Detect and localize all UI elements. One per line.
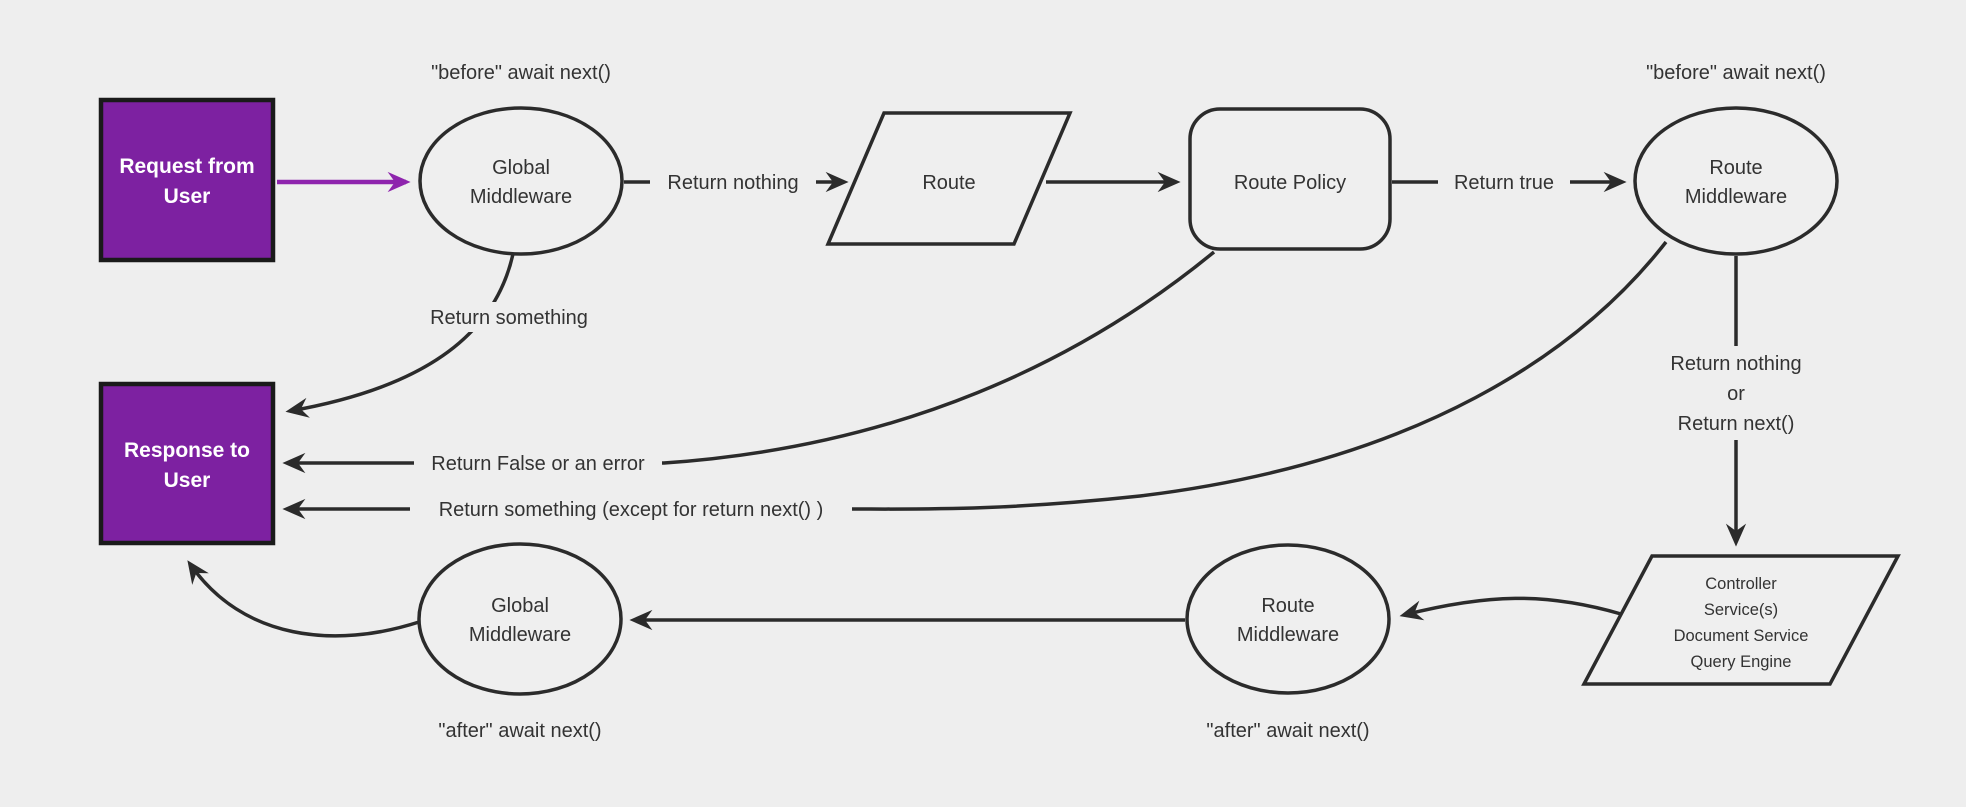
annotation-before-global: "before" await next() — [431, 62, 611, 84]
svg-text:Return something: Return something — [430, 307, 588, 329]
svg-text:Global: Global — [491, 595, 549, 617]
edge-global-middleware-return-something — [285, 253, 515, 418]
node-global-middleware-top: Global Middleware — [418, 106, 624, 256]
svg-text:User: User — [164, 185, 211, 208]
svg-text:Middleware: Middleware — [1685, 186, 1787, 208]
svg-text:Middleware: Middleware — [469, 624, 571, 646]
edge-controller-to-route-middleware-bottom — [1399, 596, 1622, 621]
svg-text:Request from: Request from — [119, 155, 254, 178]
svg-text:Route Policy: Route Policy — [1234, 172, 1346, 194]
edge-label-return-something: Return something — [418, 302, 600, 332]
svg-text:Controller: Controller — [1705, 575, 1777, 593]
node-route-policy: Route Policy — [1188, 107, 1392, 251]
annotation-after-global: "after" await next() — [438, 720, 601, 742]
svg-text:Route: Route — [922, 172, 975, 194]
svg-text:Service(s): Service(s) — [1704, 601, 1778, 619]
svg-text:Global: Global — [492, 157, 550, 179]
node-request-from-user: Request from User — [98, 97, 276, 263]
node-controller-stack: Controller Service(s) Document Service Q… — [1581, 554, 1901, 686]
node-global-middleware-bottom: Global Middleware — [417, 542, 623, 696]
svg-text:Query Engine: Query Engine — [1691, 653, 1792, 671]
edge-label-return-true: Return true — [1438, 167, 1570, 197]
annotation-after-route: "after" await next() — [1206, 720, 1369, 742]
svg-text:or: or — [1727, 383, 1745, 405]
svg-text:Route: Route — [1709, 157, 1762, 179]
svg-text:Return next(): Return next() — [1678, 413, 1795, 435]
edge-label-return-nothing: Return nothing — [650, 167, 816, 197]
svg-text:Return something (except for r: Return something (except for return next… — [439, 499, 824, 521]
svg-text:Document Service: Document Service — [1674, 627, 1809, 645]
svg-text:Return False or an error: Return False or an error — [431, 453, 645, 475]
svg-text:Response to: Response to — [124, 439, 250, 462]
svg-text:Return true: Return true — [1454, 172, 1554, 194]
node-route-middleware-bottom: Route Middleware — [1185, 543, 1391, 695]
edge-global-middleware-bottom-to-response — [187, 560, 420, 638]
node-route: Route — [825, 111, 1073, 246]
svg-text:Middleware: Middleware — [1237, 624, 1339, 646]
node-response-to-user: Response to User — [98, 381, 276, 546]
edge-route-middleware-return-something-except — [282, 240, 1668, 520]
svg-text:Middleware: Middleware — [470, 186, 572, 208]
svg-text:Return nothing: Return nothing — [1670, 353, 1801, 375]
edge-label-return-something-except: Return something (except for return next… — [410, 494, 852, 524]
edge-label-return-nothing-or-next: Return nothing or Return next() — [1645, 346, 1827, 440]
edge-label-return-false-or-error: Return False or an error — [414, 448, 662, 478]
svg-text:Route: Route — [1261, 595, 1314, 617]
svg-text:User: User — [164, 469, 211, 492]
node-route-middleware-top: Route Middleware — [1633, 106, 1839, 256]
annotation-before-route: "before" await next() — [1646, 62, 1826, 84]
svg-text:Return nothing: Return nothing — [667, 172, 798, 194]
edge-route-policy-return-false — [282, 250, 1216, 474]
